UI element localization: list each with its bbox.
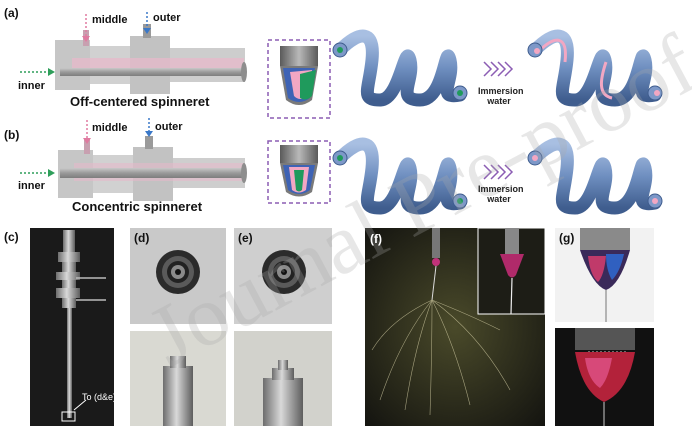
caption-a: Off-centered spinneret bbox=[70, 94, 210, 109]
immersion-word-a: Immersion bbox=[478, 86, 524, 96]
label-outer-b: outer bbox=[155, 121, 183, 133]
arrow-outer-a bbox=[143, 12, 151, 34]
photo-d-bottom bbox=[130, 331, 226, 426]
photo-c bbox=[30, 228, 114, 426]
label-inner-b: inner bbox=[18, 180, 45, 192]
photo-g-bottom bbox=[555, 328, 654, 426]
spring-a-after bbox=[527, 29, 663, 107]
panel-label-g: (g) bbox=[559, 231, 575, 245]
label-middle-a: middle bbox=[92, 14, 128, 26]
spring-b-before bbox=[332, 137, 468, 215]
label-inner-a: inner bbox=[18, 80, 45, 92]
arrow-inner-a bbox=[20, 68, 55, 76]
arrow-outer-b bbox=[145, 118, 153, 137]
arrow-middle-a bbox=[82, 14, 90, 42]
spring-a-before bbox=[332, 29, 468, 107]
photo-e-top bbox=[234, 228, 332, 324]
nozzle-inset-a bbox=[267, 39, 331, 119]
immersion-word-b: Immersion bbox=[478, 184, 524, 194]
label-outer-a: outer bbox=[153, 12, 181, 24]
photo-g-top bbox=[555, 228, 654, 322]
chevron-arrow-b bbox=[483, 164, 514, 180]
spinneret-a-diagram bbox=[55, 24, 247, 94]
panel-label-e: (e) bbox=[238, 231, 253, 245]
photo-f bbox=[365, 227, 546, 426]
spring-b-after bbox=[527, 137, 663, 215]
panel-label-b: (b) bbox=[4, 128, 20, 142]
spinneret-b-diagram bbox=[58, 136, 247, 201]
panel-label-a: (a) bbox=[4, 6, 19, 20]
nozzle-inset-b bbox=[267, 140, 331, 204]
water-word-b: water bbox=[487, 194, 511, 204]
photo-d-top bbox=[130, 228, 226, 324]
panel-label-c: (c) bbox=[4, 230, 19, 244]
immersion-label-a: Immersion water bbox=[478, 86, 524, 106]
panel-label-d: (d) bbox=[134, 231, 150, 245]
immersion-label-b: Immersion water bbox=[478, 184, 524, 204]
arrow-inner-b bbox=[20, 169, 55, 177]
annotation-c: To (d&e) bbox=[82, 392, 117, 402]
arrow-middle-b bbox=[83, 120, 91, 144]
photo-e-bottom bbox=[234, 331, 332, 426]
water-word-a: water bbox=[487, 96, 511, 106]
label-middle-b: middle bbox=[92, 122, 128, 134]
chevron-arrow-a bbox=[483, 61, 514, 77]
caption-b: Concentric spinneret bbox=[72, 199, 203, 214]
panel-label-f: (f) bbox=[370, 232, 382, 246]
